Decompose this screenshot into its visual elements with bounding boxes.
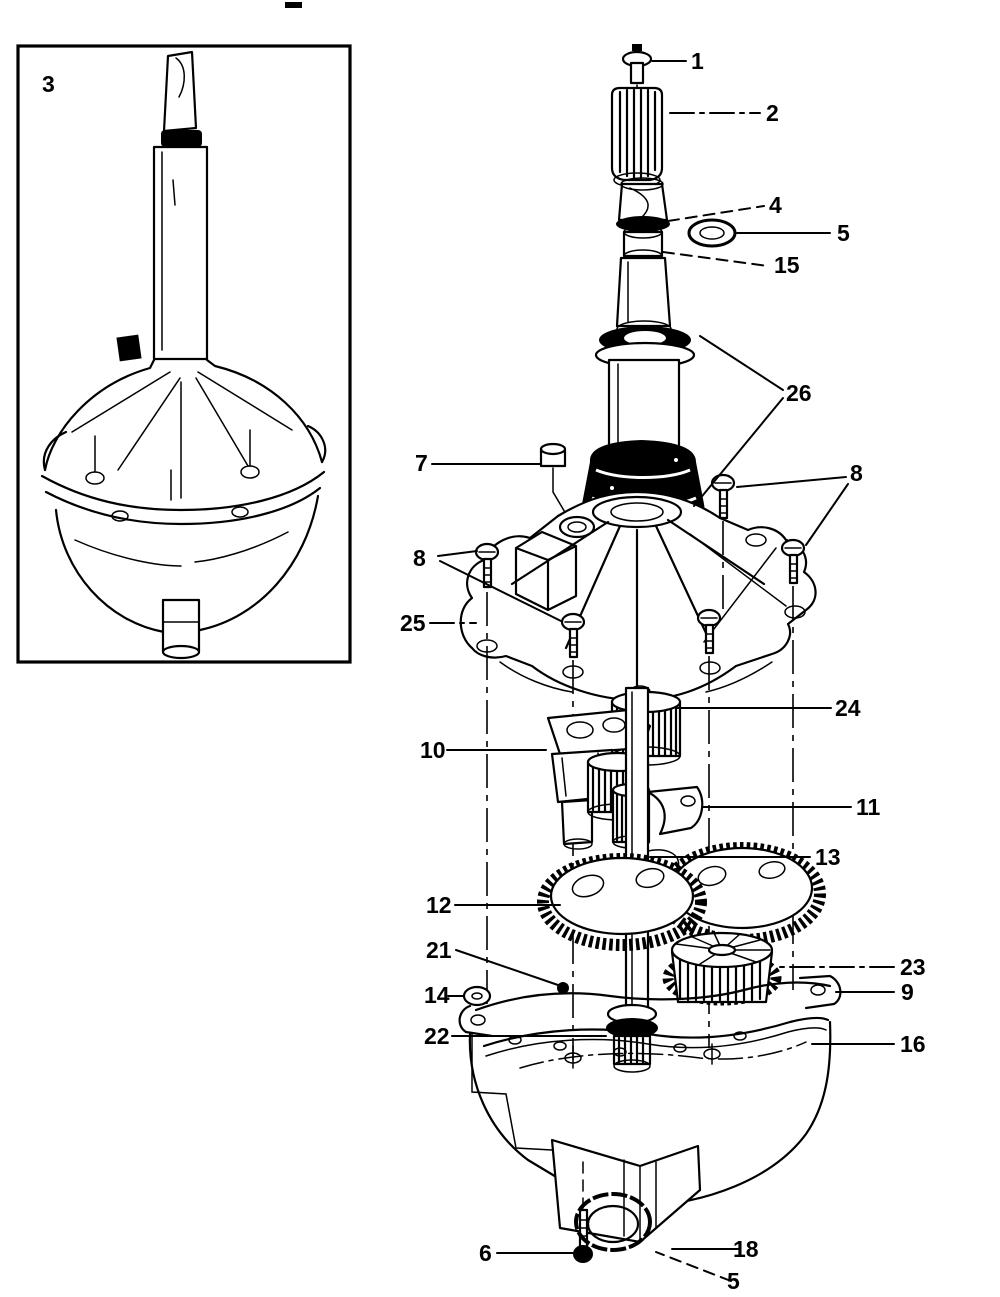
inset-assembled-gearcase: 3	[16, 44, 352, 664]
callout-2: 2	[766, 100, 779, 126]
callout-5: 5	[837, 220, 850, 246]
callout-14: 14	[424, 982, 450, 1008]
o-ring-part-18	[574, 1192, 652, 1252]
callout-8-right: 8	[850, 460, 863, 486]
callout-21: 21	[426, 937, 452, 963]
callout-15: 15	[774, 252, 800, 278]
screw	[560, 612, 586, 659]
callout-22: 22	[424, 1023, 450, 1049]
callout-6: 6	[479, 1240, 492, 1266]
inset-shaft	[152, 50, 209, 501]
callout-3: 3	[42, 71, 55, 97]
callout-24: 24	[835, 695, 861, 721]
neutral-drain-part-10	[546, 708, 652, 850]
splined-gear-part-23	[662, 931, 782, 1006]
leader-lines	[429, 60, 895, 1282]
gearcase-cover-part-25	[459, 490, 817, 702]
gear-part-12	[537, 853, 707, 951]
boss-part-14	[462, 985, 492, 1007]
callout-7: 7	[415, 450, 428, 476]
spacer-part-15	[622, 225, 664, 263]
callout-8-left: 8	[413, 545, 426, 571]
callout-10: 10	[420, 737, 446, 763]
callout-23: 23	[900, 954, 926, 980]
callout-18: 18	[733, 1236, 759, 1262]
leader-4	[667, 205, 765, 222]
callout-25: 25	[400, 610, 426, 636]
callout-16: 16	[900, 1031, 926, 1057]
cover-screws-part-8	[474, 473, 806, 1060]
screw	[780, 538, 806, 585]
vent-plug-part-7	[539, 442, 567, 515]
screw-part-6	[573, 1161, 593, 1263]
gasket-part-16	[482, 1016, 830, 1048]
o-ring-part-5	[687, 218, 737, 248]
tube-seal-upper-part-26	[594, 326, 696, 369]
inset-gearcase-body	[40, 334, 327, 660]
bearing-part-22	[606, 1003, 658, 1073]
page-crop-mark	[285, 2, 302, 8]
pin-part-21	[557, 982, 569, 994]
leader-15	[662, 251, 769, 267]
leader-8-right	[736, 476, 849, 546]
callout-11: 11	[856, 794, 881, 820]
shaft-mid-section	[615, 256, 672, 338]
screw	[696, 608, 722, 655]
callout-5-bottom: 5	[727, 1268, 740, 1294]
leader-8-left	[437, 550, 562, 622]
shaft-crank-section	[616, 177, 670, 232]
callout-labels: 1 2 4 5 15 26 7 8 8 25 24 10 11 13 12 21…	[400, 48, 926, 1294]
callout-12: 12	[426, 892, 452, 918]
pinion-shaft-part-13	[624, 686, 650, 1014]
leader-21	[455, 949, 559, 986]
leader-26	[693, 335, 784, 507]
callout-13: 13	[815, 844, 841, 870]
seal-ring-part-4	[616, 216, 670, 232]
callout-4: 4	[769, 192, 782, 218]
agitator-shaft-part-2	[610, 86, 664, 188]
leader-5-bottom	[655, 1251, 732, 1282]
center-tube	[607, 358, 681, 450]
callout-9: 9	[901, 979, 914, 1005]
callout-1: 1	[691, 48, 704, 74]
callout-26: 26	[786, 380, 812, 406]
